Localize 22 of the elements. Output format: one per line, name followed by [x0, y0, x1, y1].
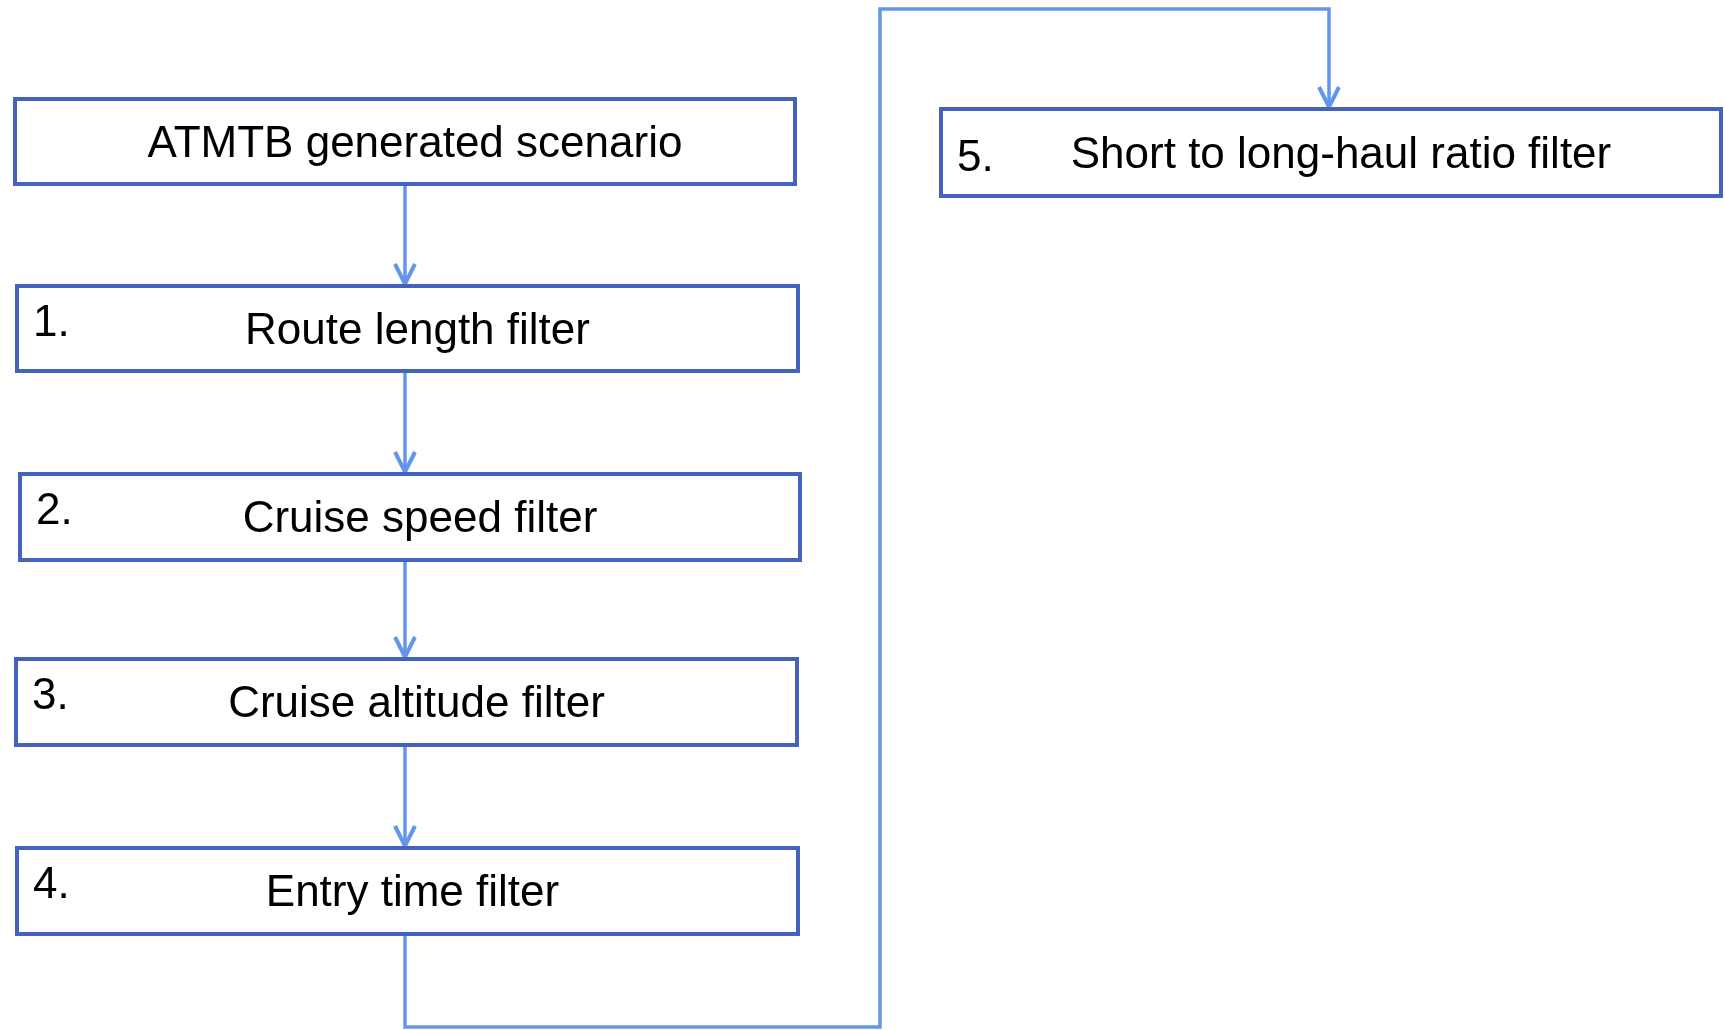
process-box [15, 846, 800, 936]
process-box [18, 472, 802, 562]
arrow [393, 562, 417, 659]
box-label: Cruise speed filter [242, 492, 598, 542]
step-number: 2. [36, 484, 73, 534]
step-number: 4. [33, 858, 70, 908]
box-label: Entry time filter [265, 866, 560, 916]
arrow [393, 747, 417, 848]
box-label: Short to long-haul ratio filter [1070, 127, 1612, 178]
arrow [393, 373, 417, 474]
step-number: 1. [33, 296, 70, 346]
arrow [393, 186, 417, 286]
process-box [15, 284, 800, 373]
process-box [14, 657, 799, 747]
box-label: Cruise altitude filter [228, 677, 605, 727]
box-label: ATMTB generated scenario [147, 116, 683, 167]
process-box [13, 97, 797, 186]
arrow [403, 7, 1341, 1029]
box-label: Route length filter [245, 303, 590, 354]
process-box [939, 107, 1723, 198]
step-number: 5. [957, 131, 994, 181]
step-number: 3. [32, 669, 69, 719]
